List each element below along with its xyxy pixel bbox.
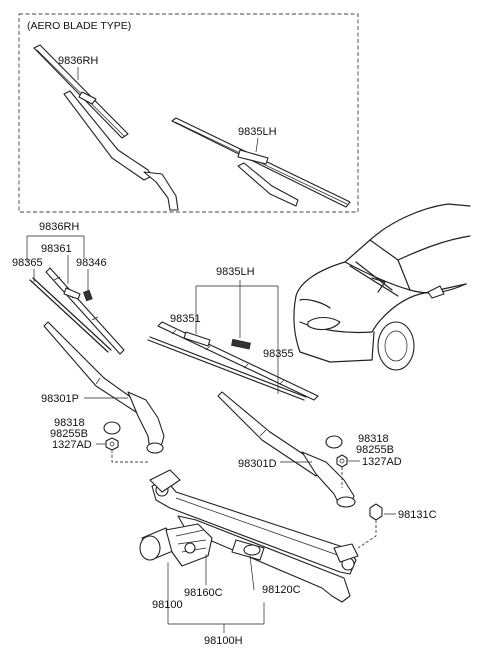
- arm-98301d: [217, 391, 356, 508]
- label-1327ad-right: 1327AD: [362, 456, 402, 468]
- leader-9836rh: [26, 235, 85, 262]
- label-1327ad-left: 1327AD: [52, 439, 92, 451]
- bolt-98131c: [357, 503, 383, 549]
- label-9835lh-inset: 9835LH: [238, 126, 277, 138]
- cap-nut-rh: [103, 421, 148, 463]
- blade-lh-assembly: [147, 321, 319, 401]
- inset-title: (AERO BLADE TYPE): [27, 20, 131, 32]
- blade-rh-assembly: [29, 267, 125, 355]
- leader-98100h: [167, 562, 265, 625]
- label-98301d: 98301D: [238, 458, 277, 470]
- label-98120c: 98120C: [262, 584, 301, 596]
- label-9835lh: 9835LH: [216, 266, 255, 278]
- label-98100h: 98100H: [204, 635, 243, 647]
- leader-98120c: [249, 555, 255, 591]
- label-98318-right: 98318: [358, 433, 389, 445]
- aero-blade-inset: (AERO BLADE TYPE) 9836RH 9835LH: [18, 13, 359, 213]
- cap-nut-rh-side: [325, 435, 348, 488]
- label-98160c: 98160C: [184, 587, 223, 599]
- label-98318-left: 98318: [54, 417, 85, 429]
- label-98301p: 98301P: [41, 393, 79, 405]
- aero-blade-lh: [171, 117, 351, 208]
- label-98365: 98365: [12, 257, 43, 269]
- label-98255b-right: 98255B: [356, 444, 394, 456]
- motor-98100: [139, 523, 213, 567]
- linkage-98120c: [149, 469, 359, 603]
- label-9836rh-inset: 9836RH: [58, 55, 98, 67]
- arm-98301p: [43, 321, 165, 454]
- aero-blade-rh: [33, 44, 179, 211]
- inset-frame: [18, 13, 359, 213]
- label-98355: 98355: [263, 348, 294, 360]
- label-98361: 98361: [41, 243, 72, 255]
- label-98255b-left: 98255B: [50, 428, 88, 440]
- leader-9835lh: [195, 280, 279, 394]
- label-98351: 98351: [170, 313, 201, 325]
- label-9836rh: 9836RH: [39, 221, 79, 233]
- leader-9835lh-inset: [255, 137, 259, 153]
- label-98131c: 98131C: [398, 509, 437, 521]
- label-98346: 98346: [76, 257, 107, 269]
- label-98100: 98100: [152, 599, 183, 611]
- car-illustration: [293, 203, 471, 371]
